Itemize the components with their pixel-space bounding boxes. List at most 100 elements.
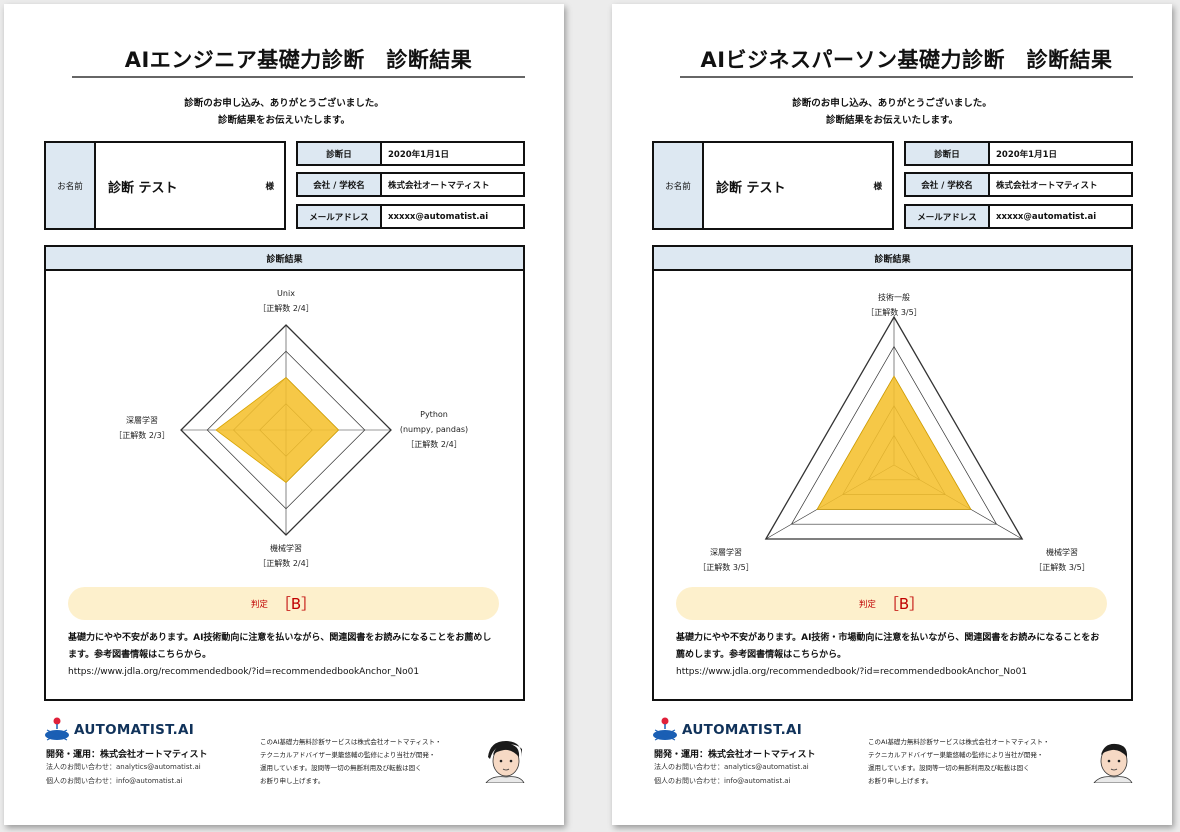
corporate-contact: 法人のお問い合わせ：analytics@automatist.ai bbox=[46, 763, 201, 771]
company-row: 会社 / 学校名 株式会社オートマティスト bbox=[296, 172, 525, 197]
logo-icon bbox=[653, 717, 677, 741]
notice-line: お断り申し上げます。 bbox=[260, 777, 325, 785]
axis-name-label: Python bbox=[420, 410, 448, 419]
email-label: メールアドレス bbox=[298, 206, 382, 227]
axis-score-label: ［正解数 2/3］ bbox=[114, 430, 169, 440]
intro-line-1: 診断のお申し込み、ありがとうございました。 bbox=[184, 98, 384, 109]
name-label: お名前 bbox=[46, 143, 96, 228]
email-row: メールアドレス xxxxx@automatist.ai bbox=[296, 204, 525, 229]
comment-line-1: 基礎力にやや不安があります。AI技術・市場動向に注意を払いながら、関連図書をお読… bbox=[676, 633, 1100, 643]
intro-line-1: 診断のお申し込み、ありがとうございました。 bbox=[792, 98, 992, 109]
radar-chart: Unix ［正解数 2/4］ Python (numpy, pandas) ［正解数 2… bbox=[114, 289, 468, 568]
name-box: お名前 診断 テスト 様 bbox=[652, 141, 894, 230]
name-box: お名前 診断 テスト 様 bbox=[44, 141, 286, 230]
report-page-engineer: AIエンジニア基礎力診断 診断結果 診断のお申し込み、ありがとうございました。 … bbox=[4, 4, 564, 825]
name-label: お名前 bbox=[654, 143, 704, 228]
developer: 開発・運用：株式会社オートマティスト bbox=[46, 750, 208, 760]
notice-line: 運用しています。設問等一切の無断利用及び転載は固く bbox=[868, 764, 1030, 772]
personal-contact: 個人のお問い合わせ：info@automatist.ai bbox=[46, 777, 183, 785]
page-title: AIビジネスパーソン基礎力診断 診断結果 bbox=[700, 48, 1113, 72]
automatist-logo: AUTOMATIST.AI bbox=[44, 717, 194, 743]
page-title: AIエンジニア基礎力診断 診断結果 bbox=[124, 48, 473, 72]
logo-icon bbox=[45, 717, 69, 741]
company-row: 会社 / 学校名 株式会社オートマティスト bbox=[904, 172, 1133, 197]
axis-name-label: 機械学習 bbox=[1046, 547, 1078, 557]
axis-name-label: 技術一般 bbox=[878, 292, 910, 302]
logo-text: AUTOMATIST.AI bbox=[74, 722, 195, 738]
diagnosis-date-row: 診断日 2020年1月1日 bbox=[296, 141, 525, 166]
results-header: 診断結果 bbox=[46, 247, 523, 271]
company-value: 株式会社オートマティスト bbox=[388, 180, 490, 191]
comment-line-1: 基礎力にやや不安があります。AI技術動向に注意を払いながら、関連図書をお読みにな… bbox=[68, 633, 492, 643]
company-label: 会社 / 学校名 bbox=[298, 174, 382, 195]
verdict-grade: ［B］ bbox=[883, 595, 925, 613]
copyright-notice: このAI基礎力無料診断サービスは株式会社オートマティスト・ テクニカルアドバイザ… bbox=[260, 736, 470, 788]
comment: 基礎力にやや不安があります。AI技術・市場動向に注意を払いながら、関連図書をお読… bbox=[676, 630, 1116, 681]
developer: 開発・運用：株式会社オートマティスト bbox=[654, 750, 816, 760]
automatist-logo: AUTOMATIST.AI bbox=[652, 717, 802, 743]
advisor-avatar bbox=[482, 737, 526, 783]
notice-line: 運用しています。設問等一切の無断利用及び転載は固く bbox=[260, 764, 422, 772]
axis-name-label: (numpy, pandas) bbox=[400, 425, 468, 434]
report-page-business: AIビジネスパーソン基礎力診断 診断結果 診断のお申し込み、ありがとうございまし… bbox=[612, 4, 1172, 825]
advisor-avatar bbox=[1090, 737, 1134, 783]
notice-line: このAI基礎力無料診断サービスは株式会社オートマティスト・ bbox=[868, 738, 1050, 746]
notice-line: テクニカルアドバイザー巣籠悠輔の監修により当社が開発・ bbox=[868, 751, 1044, 759]
recommended-book-link[interactable]: https://www.jdla.org/recommendedbook/?id… bbox=[676, 667, 1028, 677]
axis-score-label: ［正解数 3/5］ bbox=[866, 307, 921, 317]
name-cell: 診断 テスト 様 bbox=[704, 143, 892, 228]
grid-ring bbox=[764, 315, 1024, 540]
notice-line: このAI基礎力無料診断サービスは株式会社オートマティスト・ bbox=[260, 738, 442, 746]
diagnosis-date-row: 診断日 2020年1月1日 bbox=[904, 141, 1133, 166]
email-value: xxxxx@automatist.ai bbox=[388, 211, 489, 222]
intro-line-2: 診断結果をお伝えいたします。 bbox=[825, 115, 959, 126]
corporate-contact: 法人のお問い合わせ：analytics@automatist.ai bbox=[654, 763, 809, 771]
name-value: 診断 テスト bbox=[108, 181, 178, 196]
diagnosis-date-label: 診断日 bbox=[298, 143, 382, 164]
email-row: メールアドレス xxxxx@automatist.ai bbox=[904, 204, 1133, 229]
axis-name-label: 深層学習 bbox=[710, 547, 742, 557]
comment-line-2: ます。参考図書情報はこちらから。 bbox=[68, 650, 212, 660]
axis-name-label: Unix bbox=[277, 289, 295, 298]
notice-line: テクニカルアドバイザー巣籠悠輔の監修により当社が開発・ bbox=[260, 751, 436, 759]
axis-score-label: ［正解数 2/4］ bbox=[258, 303, 313, 313]
axis-name-label: 深層学習 bbox=[126, 415, 158, 425]
name-suffix: 様 bbox=[873, 182, 882, 192]
diagnosis-date-value: 2020年1月1日 bbox=[996, 149, 1057, 160]
intro-line-2: 診断結果をお伝えいたします。 bbox=[217, 115, 351, 126]
axis-score-label: ［正解数 3/5］ bbox=[698, 562, 753, 572]
title-rule bbox=[680, 76, 1133, 78]
copyright-notice: このAI基礎力無料診断サービスは株式会社オートマティスト・ テクニカルアドバイザ… bbox=[868, 736, 1078, 788]
recommended-book-link[interactable]: https://www.jdla.org/recommendedbook/?id… bbox=[68, 667, 420, 677]
axis-name-label: 機械学習 bbox=[270, 543, 302, 553]
name-cell: 診断 テスト 様 bbox=[96, 143, 284, 228]
verdict-label: 判定 bbox=[858, 599, 876, 610]
radar-chart: 技術一般 ［正解数 3/5］ 機械学習 ［正解数 3/5］ 深層学習 ［正解数 3/5］ bbox=[698, 292, 1089, 572]
axis-score-label: ［正解数 2/4］ bbox=[258, 558, 313, 568]
axis-score-label: ［正解数 2/4］ bbox=[406, 439, 461, 449]
verdict-grade: ［B］ bbox=[275, 595, 317, 613]
diagnosis-date-value: 2020年1月1日 bbox=[388, 149, 449, 160]
axis-score-label: ［正解数 3/5］ bbox=[1034, 562, 1089, 572]
logo-text: AUTOMATIST.AI bbox=[682, 722, 803, 738]
title-rule bbox=[72, 76, 525, 78]
name-suffix: 様 bbox=[265, 182, 274, 192]
company-value: 株式会社オートマティスト bbox=[996, 180, 1098, 191]
score-area bbox=[215, 376, 340, 484]
email-value: xxxxx@automatist.ai bbox=[996, 211, 1097, 222]
diagnosis-date-label: 診断日 bbox=[906, 143, 990, 164]
results-header: 診断結果 bbox=[654, 247, 1131, 271]
results-panel: 診断結果 技術一般 ［正解数 3/5］ 機械学習 ［正解数 3/5］ 深層学習 ［正解数 … bbox=[652, 245, 1133, 701]
score-area bbox=[816, 375, 972, 510]
comment-line-2: 薦めします。参考図書情報はこちらから。 bbox=[676, 650, 847, 660]
company-label: 会社 / 学校名 bbox=[906, 174, 990, 195]
name-value: 診断 テスト bbox=[716, 181, 786, 196]
verdict-bar: 判定 ［B］ bbox=[676, 587, 1107, 620]
notice-line: お断り申し上げます。 bbox=[868, 777, 933, 785]
comment: 基礎力にやや不安があります。AI技術動向に注意を払いながら、関連図書をお読みにな… bbox=[68, 630, 508, 681]
verdict-bar: 判定 ［B］ bbox=[68, 587, 499, 620]
grid-ring bbox=[790, 345, 998, 525]
verdict-label: 判定 bbox=[250, 599, 268, 610]
personal-contact: 個人のお問い合わせ：info@automatist.ai bbox=[654, 777, 791, 785]
email-label: メールアドレス bbox=[906, 206, 990, 227]
